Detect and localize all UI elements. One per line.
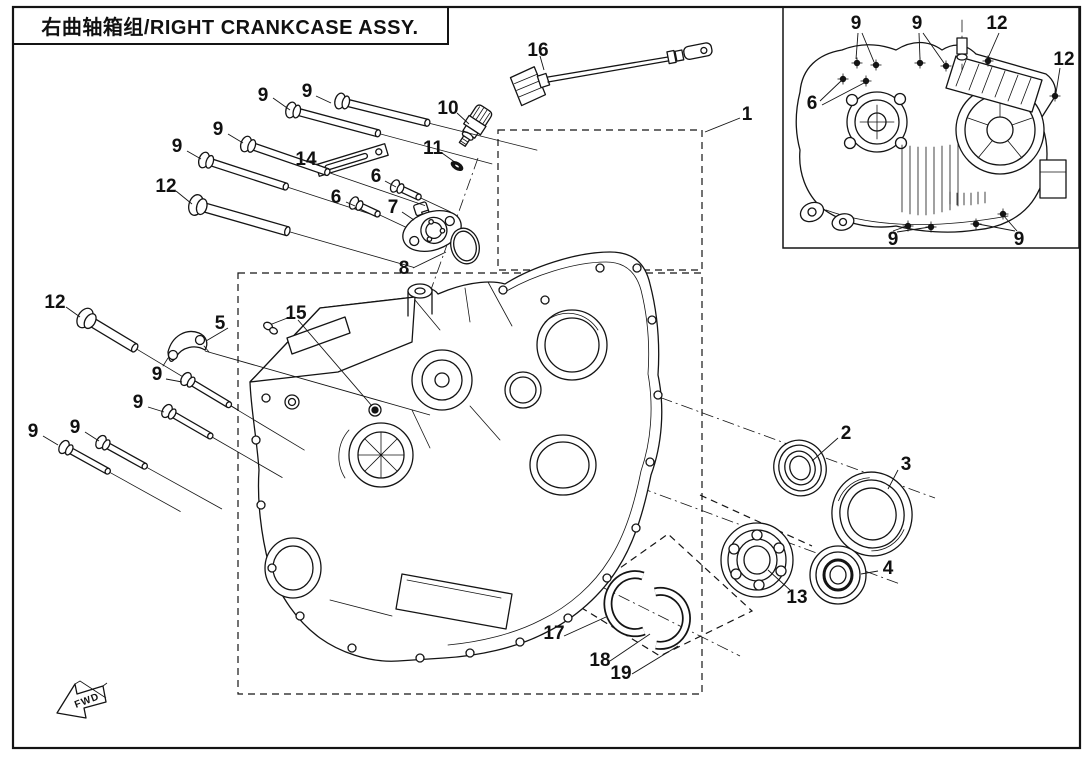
fastener-parts (58, 92, 538, 512)
bolt-part (188, 194, 414, 268)
callout-14: 14 (295, 149, 317, 170)
callout-9: 9 (258, 85, 269, 106)
bolt-part (161, 403, 283, 478)
bolt-part (95, 434, 223, 510)
bolt-part (197, 151, 380, 218)
gasket-bolt-holes (251, 263, 663, 663)
callout-3: 3 (901, 454, 912, 475)
part-oil-jet-flange (402, 201, 462, 252)
part-seal-washer (450, 160, 464, 172)
part-dowel-pin (263, 321, 278, 335)
inset-leader-lines (819, 32, 1061, 233)
callout-8: 8 (399, 258, 410, 279)
fastener-dot (870, 59, 882, 71)
callout-9: 9 (851, 13, 862, 34)
fastener-dot (940, 60, 952, 72)
part-bushing-shells (603, 570, 691, 650)
callout-13: 13 (786, 587, 807, 608)
callout-5: 5 (215, 313, 226, 334)
callout-9: 9 (1014, 229, 1025, 250)
title-box: 右曲轴箱组/RIGHT CRANKCASE ASSY. (13, 7, 449, 45)
callout-17: 17 (543, 623, 564, 644)
inset-engine-drawing (795, 19, 1067, 233)
bolt-part (285, 101, 493, 165)
fastener-dot (902, 220, 914, 232)
callout-7: 7 (388, 197, 399, 218)
callout-10: 10 (437, 98, 458, 119)
inset-callout-labels: 9 9 12 12 6 9 9 (807, 13, 1075, 250)
fastener-dot (851, 57, 863, 69)
leader-lines (42, 55, 899, 675)
part-clamp-bracket (162, 330, 210, 367)
callout-9: 9 (213, 119, 224, 140)
callout-12: 12 (1053, 49, 1074, 70)
bolt-part (58, 439, 181, 512)
inset-assembled-view: 9 9 12 12 6 9 9 (782, 6, 1080, 250)
callout-6: 6 (807, 93, 818, 114)
callout-11: 11 (423, 138, 444, 159)
callout-15: 15 (285, 303, 307, 324)
fastener-dot (914, 57, 926, 69)
fastener-dot (982, 55, 994, 67)
bolt-part (180, 371, 305, 451)
bolt-part (348, 196, 407, 228)
callout-12: 12 (986, 13, 1007, 34)
callout-12: 12 (155, 176, 176, 197)
callout-9: 9 (912, 13, 923, 34)
part-bearing-3 (831, 471, 913, 557)
part-bearing-13 (720, 522, 794, 598)
part-o-ring (450, 227, 480, 265)
part-bearing-4 (809, 545, 867, 605)
bolt-part (239, 135, 426, 206)
callout-9: 9 (302, 81, 313, 102)
inset-border (782, 6, 1080, 249)
fwd-arrow: FWD (56, 680, 108, 719)
fastener-dot (837, 73, 849, 85)
fastener-dot (970, 218, 982, 230)
callout-6: 6 (331, 187, 342, 208)
callout-18: 18 (589, 650, 610, 671)
bolt-part (334, 92, 538, 151)
callout-9: 9 (152, 364, 163, 385)
callout-9: 9 (70, 417, 81, 438)
page-border (11, 5, 1082, 750)
bolt-part (389, 179, 451, 213)
callout-4: 4 (883, 558, 894, 579)
callout-9: 9 (133, 392, 144, 413)
callout-1: 1 (742, 104, 753, 125)
fastener-dot (997, 208, 1009, 220)
callout-16: 16 (527, 40, 548, 61)
part-pressure-sensor (458, 104, 493, 147)
callout-19: 19 (610, 663, 631, 684)
callout-9: 9 (28, 421, 39, 442)
callout-9: 9 (172, 136, 183, 157)
page-title: 右曲轴箱组/RIGHT CRANKCASE ASSY. (41, 16, 419, 39)
callout-6: 6 (371, 166, 382, 187)
crankcase-body (249, 251, 663, 662)
fastener-dot (860, 75, 872, 87)
part-oil-seal-2 (773, 439, 827, 497)
callout-9: 9 (888, 229, 899, 250)
callout-12: 12 (44, 292, 65, 313)
callout-2: 2 (841, 423, 852, 444)
fastener-dot (1049, 90, 1061, 102)
part-sensor-cable (509, 42, 713, 107)
